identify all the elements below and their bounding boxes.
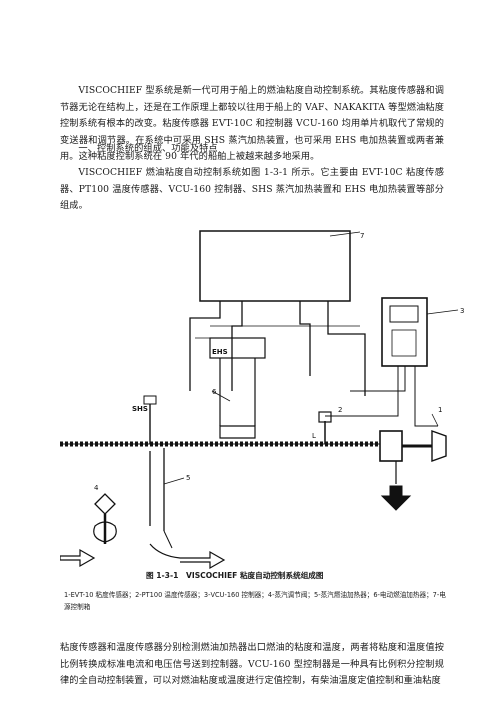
section-heading: 一、控制系统的组成、功能及特点 [78, 143, 218, 154]
label-1: 1 [438, 406, 442, 414]
figure-caption: 图 1-3-1 VISCOCHIEF 粘度自动控制系统组成图 [146, 571, 324, 580]
system-diagram: 7 3 6 1 2 5 4 EHS SHS L [59, 226, 480, 571]
label-3: 3 [460, 307, 464, 315]
ehs-electric-heater [209, 337, 266, 359]
label-l: L [312, 432, 316, 440]
label-7: 7 [360, 232, 364, 240]
label-4: 4 [94, 484, 99, 492]
label-6: 6 [212, 388, 217, 396]
detail-paragraph: 粘度传感器和温度传感器分别检测燃油加热器出口燃油的粘度和温度，两者将粘度和温度值… [60, 642, 444, 687]
intro-paragraph: VISCOCHIEF 型系统是新一代可用于船上的燃油粘度自动控制系统。其粘度传感… [60, 85, 444, 163]
composition-paragraph: VISCOCHIEF 燃油粘度自动控制系统如图 1-3-1 所示。它主要由 EV… [60, 167, 444, 212]
figure-legend: 1-EVT-10 粘度传感器；2-PT100 温度传感器；3-VCU-160 控… [64, 591, 446, 611]
pt100-sensor [318, 411, 332, 423]
label-shs: SHS [132, 405, 148, 413]
power-control-box [199, 230, 351, 302]
label-2: 2 [338, 406, 342, 414]
label-5: 5 [186, 474, 190, 482]
evt10-viscosity-sensor [379, 430, 403, 462]
system-diagram-svg: 7 3 6 1 2 5 4 EHS SHS L [59, 230, 464, 570]
label-ehs: EHS [212, 348, 228, 356]
